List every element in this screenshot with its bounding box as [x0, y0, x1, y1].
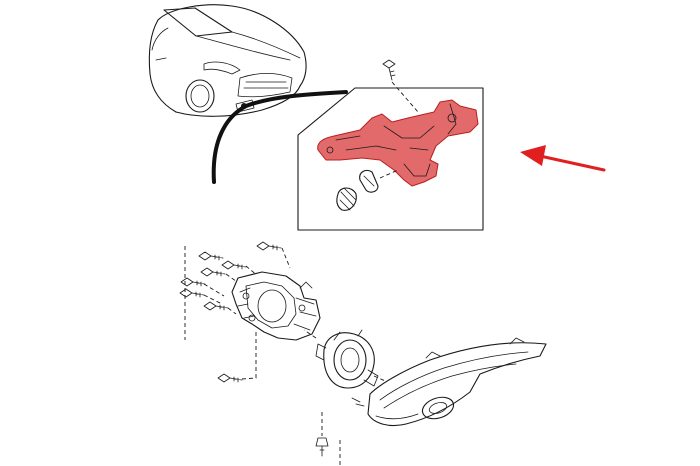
clip-icon: [315, 412, 341, 466]
fog-lamp-bezel: [351, 337, 547, 427]
inset-box: [297, 87, 484, 231]
car-front-view: [148, 4, 307, 117]
leader-curve: [211, 90, 348, 184]
drl-bracket-highlight: [317, 99, 479, 187]
bolt-icon: [382, 59, 419, 113]
red-arrow-indicator: [520, 145, 606, 172]
bolt-leader-lines: [184, 246, 291, 380]
fog-lamp-unit: [303, 329, 393, 389]
fog-lamp-bracket: [231, 271, 321, 341]
bolt-group-left: [179, 241, 282, 383]
bulb-and-socket: [336, 169, 399, 211]
